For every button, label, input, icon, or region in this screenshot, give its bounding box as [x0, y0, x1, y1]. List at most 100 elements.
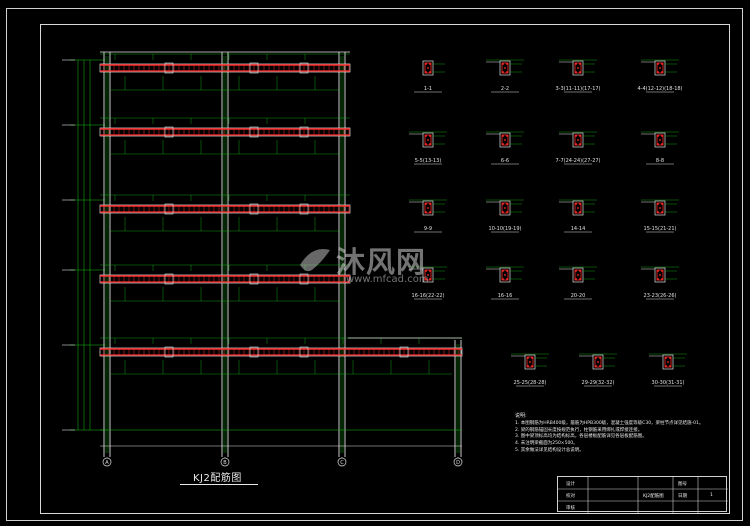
- beam-outline: [99, 127, 351, 137]
- title-block-label: 校对: [566, 494, 575, 499]
- section-cut-box: [299, 62, 309, 74]
- rebar-dot: [657, 143, 659, 145]
- rebar-dot: [661, 203, 663, 205]
- section-label: 9-9: [424, 226, 432, 232]
- rebar-dot: [659, 67, 661, 69]
- rebar-dot: [657, 71, 659, 73]
- section-outline: [572, 60, 584, 76]
- note-line: 3. 图中梁顶标高均为结构标高，各层楼板配筋详见各层板配筋图。: [515, 434, 647, 440]
- rebar-dot: [659, 139, 661, 141]
- rebar-dot: [506, 63, 508, 65]
- rebar-dot: [661, 135, 663, 137]
- rebar-dot: [577, 274, 579, 276]
- note-line: 5. 其余做法详见结构设计总说明。: [515, 447, 584, 453]
- section-cut-box: [164, 126, 174, 138]
- rebar-dot: [597, 361, 599, 363]
- section-label: 2-2: [501, 86, 509, 92]
- section-cut-box: [249, 126, 259, 138]
- rebar-dot: [504, 207, 506, 209]
- section-label: 16-16(22-22): [412, 293, 445, 299]
- title-block-label: 图号: [678, 482, 687, 487]
- rebar-dot: [531, 357, 533, 359]
- section-cut-box: [299, 273, 309, 285]
- rebar-dot: [504, 274, 506, 276]
- rebar-dot: [427, 207, 429, 209]
- beam-outline: [99, 63, 351, 73]
- section-stirrup: [656, 134, 664, 146]
- rebar-dot: [429, 135, 431, 137]
- axis-bubble: [102, 457, 112, 467]
- rebar-dot: [579, 71, 581, 73]
- caption-underline: [180, 484, 258, 485]
- rebar-dot: [429, 211, 431, 213]
- title-block: 设计 校对 审核 KJ2配筋图 图号 日期 1: [557, 476, 728, 513]
- note-line: 1. 本图钢筋为HRB400级，箍筋为HPB300级，混凝土强度等级C30，梁柱…: [515, 420, 704, 426]
- rebar-dot: [577, 67, 579, 69]
- rebar-dot: [429, 71, 431, 73]
- section-stirrup: [424, 62, 432, 74]
- section-cut-box: [299, 126, 309, 138]
- rebar-dot: [579, 143, 581, 145]
- rebar-dot: [657, 135, 659, 137]
- section-label: 4-4(12-12)(18-18): [637, 86, 682, 92]
- rebar-dot: [595, 357, 597, 359]
- rebar-dot: [595, 365, 597, 367]
- section-outline: [572, 132, 584, 148]
- title-block-drawing-name: KJ2配筋图: [643, 494, 664, 499]
- rebar-dot: [425, 71, 427, 73]
- section-outline: [654, 267, 666, 283]
- section-cut-box: [249, 62, 259, 74]
- rebar-dot: [506, 270, 508, 272]
- note-line: 4. 未注明梁截面为250×500。: [515, 441, 578, 447]
- section-stirrup: [501, 134, 509, 146]
- rebar-dot: [502, 63, 504, 65]
- section-outline: [422, 267, 434, 283]
- rebar-dot: [657, 278, 659, 280]
- rebar-dot: [425, 278, 427, 280]
- section-label: 10-10(19-19): [489, 226, 522, 232]
- section-cut-box: [399, 346, 409, 358]
- rebar-dot: [661, 270, 663, 272]
- section-label: 20-20: [571, 293, 586, 299]
- section-cut-box: [299, 346, 309, 358]
- rebar-dot: [506, 71, 508, 73]
- section-outline: [662, 354, 674, 370]
- rebar-dot: [659, 207, 661, 209]
- watermark-logo-shape: [300, 249, 330, 272]
- rebar-dot: [575, 278, 577, 280]
- section-cut-box: [299, 203, 309, 215]
- section-outline: [499, 200, 511, 216]
- section-outline: [572, 200, 584, 216]
- rebar-dot: [425, 63, 427, 65]
- rebar-dot: [661, 143, 663, 145]
- note-line: 2. 梁的钢筋锚固长度按规范执行，柱钢筋采用绑扎或焊接连接。: [515, 427, 643, 433]
- section-label: 5-5(13-13): [415, 158, 442, 164]
- rebar-dot: [669, 365, 671, 367]
- rebar-dot: [661, 63, 663, 65]
- section-stirrup: [656, 62, 664, 74]
- section-outline: [572, 267, 584, 283]
- axis-label: A: [105, 460, 109, 466]
- rebar-dot: [429, 63, 431, 65]
- rebar-dot: [425, 211, 427, 213]
- axis-label: D: [456, 460, 460, 466]
- title-block-page: 1: [710, 493, 713, 498]
- title-block-label: 审核: [566, 506, 575, 511]
- axis-label: C: [340, 460, 344, 466]
- notes-block: 说明: 1. 本图钢筋为HRB400级，箍筋为HPB300级，混凝土强度等级C3…: [515, 413, 703, 455]
- rebar-dot: [429, 270, 431, 272]
- rebar-dot: [529, 361, 531, 363]
- section-stirrup: [526, 356, 534, 368]
- rebar-dot: [506, 278, 508, 280]
- section-stirrup: [574, 62, 582, 74]
- rebar-dot: [575, 135, 577, 137]
- section-stirrup: [424, 134, 432, 146]
- rebar-dot: [661, 71, 663, 73]
- rebar-dot: [425, 203, 427, 205]
- section-cut-box: [249, 273, 259, 285]
- rebar-dot: [599, 357, 601, 359]
- rebar-dot: [575, 211, 577, 213]
